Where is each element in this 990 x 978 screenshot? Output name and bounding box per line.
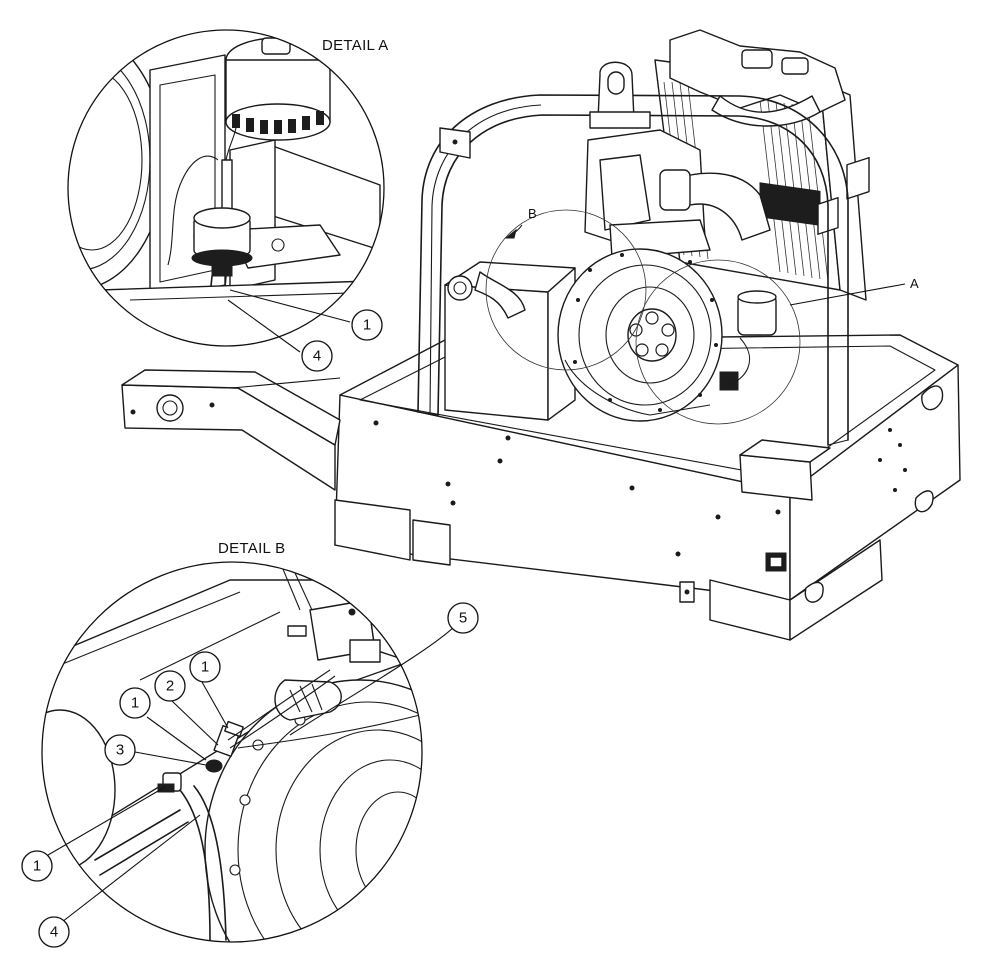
callout-a-letter: A [910,276,919,291]
balloon-a-1: 1 [351,309,383,341]
detail-a-connector [231,377,341,389]
balloon-b-4: 4 [38,916,70,948]
detail-a-callout-circle [635,259,801,425]
generator-assembly: B A [121,29,961,641]
balloon-b-3: 3 [104,734,136,766]
svg-text:4: 4 [313,348,321,365]
engine [557,129,777,422]
svg-text:5: 5 [459,610,467,627]
svg-text:1: 1 [363,317,371,334]
balloon-b-1-top: 1 [189,651,221,683]
battery-box [739,439,831,501]
fuel-tank [444,261,576,421]
svg-text:2: 2 [166,678,174,695]
svg-text:1: 1 [33,858,41,875]
lifting-frame [417,61,849,446]
detail-a-title: DETAIL A [322,37,389,54]
balloon-b-2: 2 [154,670,186,702]
balloon-a-4: 4 [301,340,333,372]
balloon-b-5: 5 [447,602,479,634]
balloon-b-1-left: 1 [119,687,151,719]
svg-text:3: 3 [116,742,124,759]
svg-text:1: 1 [201,659,209,676]
callout-b-letter: B [528,206,537,221]
detail-b-view [41,561,423,943]
detail-b-callout-circle [485,209,647,371]
detail-a-balloons: 1 4 [227,289,383,372]
detail-b-title: DETAIL B [218,540,285,557]
detail-b-balloons: 1 2 1 3 5 1 4 [21,602,479,948]
detail-a-view [67,29,385,347]
balloon-b-1-bottom: 1 [21,850,53,882]
svg-text:1: 1 [131,695,139,712]
svg-text:4: 4 [50,924,58,941]
